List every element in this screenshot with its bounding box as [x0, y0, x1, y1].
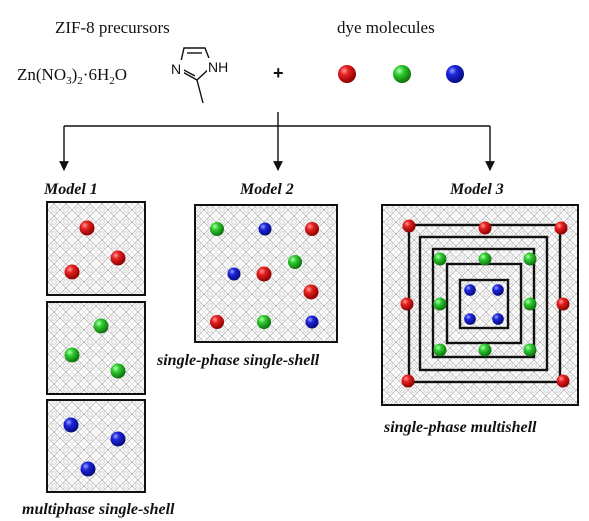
- green-dye-sphere-icon: [393, 65, 411, 83]
- blue-sphere: [258, 222, 272, 236]
- red-dye-sphere-icon: [338, 65, 356, 83]
- model-2-panel: [194, 204, 338, 343]
- formula-close-paren: ): [72, 65, 78, 84]
- imidazole-n-label: N: [171, 61, 181, 77]
- red-sphere: [210, 315, 224, 329]
- blue-sphere: [492, 284, 504, 296]
- red-sphere: [256, 266, 272, 282]
- model-2-title: Model 2: [239, 181, 294, 198]
- red-sphere: [478, 221, 492, 235]
- red-sphere: [556, 374, 570, 388]
- green-sphere: [523, 252, 537, 266]
- model-2-caption: single-phase single-shell: [156, 352, 320, 369]
- green-sphere: [523, 297, 537, 311]
- inner-core: [458, 278, 510, 330]
- formula-sub-2: 2: [77, 75, 83, 87]
- blue-sphere: [63, 417, 79, 433]
- branching-arrows: [59, 112, 495, 171]
- zinc-nitrate-formula: Zn(NO3)2·6H2O: [17, 65, 127, 87]
- blue-sphere: [464, 313, 476, 325]
- svg-text:Zn(NO3)2·6H2O: Zn(NO3)2·6H2O: [17, 65, 127, 87]
- blue-dye-sphere-icon: [446, 65, 464, 83]
- red-sphere: [402, 219, 416, 233]
- plus-sign: +: [273, 63, 284, 83]
- model-3-panel: [381, 204, 579, 406]
- model-1-panel-green: [46, 301, 146, 395]
- red-sphere: [110, 250, 126, 266]
- red-sphere: [554, 221, 568, 235]
- precursors-label: ZIF-8 precursors: [55, 18, 170, 37]
- model-1-title: Model 1: [43, 181, 98, 198]
- model-1-caption: multiphase single-shell: [22, 501, 175, 518]
- nh-label-bg: [207, 58, 231, 74]
- formula-hydrate: ·6H: [83, 65, 109, 84]
- green-sphere: [523, 343, 537, 357]
- green-sphere: [257, 315, 271, 329]
- green-sphere: [288, 255, 302, 269]
- green-sphere: [433, 297, 447, 311]
- blue-sphere: [227, 267, 241, 281]
- model-3-caption: single-phase multishell: [383, 419, 537, 436]
- n-label-bg: [170, 60, 184, 76]
- green-sphere: [210, 222, 224, 236]
- model-3-title: Model 3: [449, 181, 504, 198]
- red-sphere: [79, 220, 95, 236]
- formula-zn: Zn(NO: [17, 65, 66, 84]
- red-sphere: [401, 374, 415, 388]
- green-sphere: [64, 347, 80, 363]
- dye-molecules-label: dye molecules: [337, 18, 435, 37]
- red-sphere: [303, 284, 319, 300]
- model-1-panel-red: [46, 201, 146, 296]
- shell-2: [418, 235, 549, 372]
- red-sphere: [556, 297, 570, 311]
- red-sphere: [400, 297, 414, 311]
- formula-o: O: [115, 65, 127, 84]
- imidazole-nh-label: NH: [208, 59, 228, 75]
- formula-sub-3: 3: [66, 75, 72, 87]
- red-sphere: [64, 264, 80, 280]
- green-sphere: [93, 318, 109, 334]
- blue-sphere: [492, 313, 504, 325]
- green-sphere: [433, 343, 447, 357]
- blue-sphere: [110, 431, 126, 447]
- formula-sub-h2: 2: [109, 75, 115, 87]
- model-1-panel-blue: [46, 399, 146, 493]
- red-sphere: [305, 222, 319, 236]
- blue-sphere: [80, 461, 96, 477]
- green-sphere: [478, 343, 492, 357]
- green-sphere: [478, 252, 492, 266]
- blue-sphere: [464, 284, 476, 296]
- green-sphere: [110, 363, 126, 379]
- blue-sphere: [305, 315, 319, 329]
- green-sphere: [433, 252, 447, 266]
